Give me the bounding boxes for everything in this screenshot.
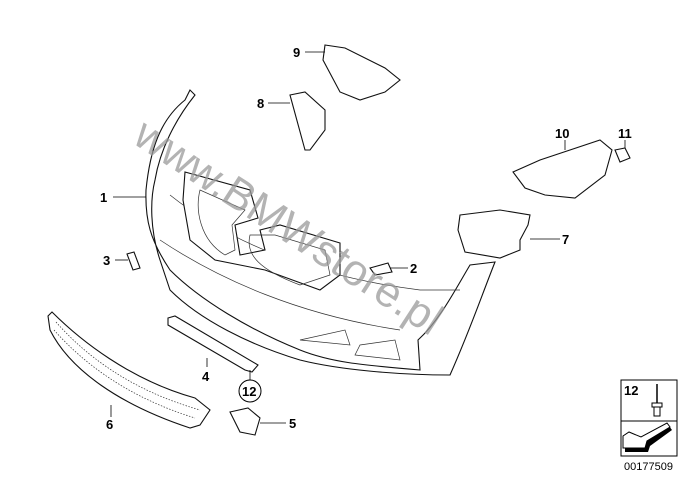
callout-4: 4 — [202, 369, 210, 384]
callout-6: 6 — [106, 417, 113, 432]
callout-2: 2 — [410, 261, 417, 276]
image-number: 00177509 — [624, 461, 673, 473]
cover-part-5 — [229, 407, 261, 436]
callout-9: 9 — [293, 45, 300, 60]
callout-3: 3 — [103, 253, 110, 268]
callout-1: 1 — [100, 190, 107, 205]
legend-box: 12 — [620, 379, 678, 457]
air-duct-part-10 — [512, 139, 613, 199]
kidney-grille — [182, 171, 341, 291]
callout-10: 10 — [555, 126, 569, 141]
leader-lines — [110, 51, 626, 424]
air-guide-part-9 — [322, 44, 401, 101]
circled-callout-ring — [238, 379, 262, 403]
callout-8: 8 — [257, 96, 264, 111]
rivet-icon — [651, 384, 663, 417]
cover-part-2 — [369, 262, 393, 276]
watermark: www.BMWstore.pl — [125, 109, 452, 345]
callout-5: 5 — [289, 416, 296, 431]
trim-strip-part-4 — [167, 315, 259, 373]
bracket-part-11 — [614, 147, 631, 163]
air-duct-part-7 — [457, 209, 531, 259]
grille-mesh-part-6 — [47, 311, 211, 429]
cover-part-3 — [126, 251, 141, 271]
air-guide-part-8 — [289, 91, 326, 151]
callout-11: 11 — [618, 126, 632, 141]
legend-item-number: 12 — [624, 383, 638, 398]
circled-callout-12: 12 — [242, 384, 256, 399]
arrow-icon — [622, 422, 672, 452]
callout-7: 7 — [562, 232, 569, 247]
